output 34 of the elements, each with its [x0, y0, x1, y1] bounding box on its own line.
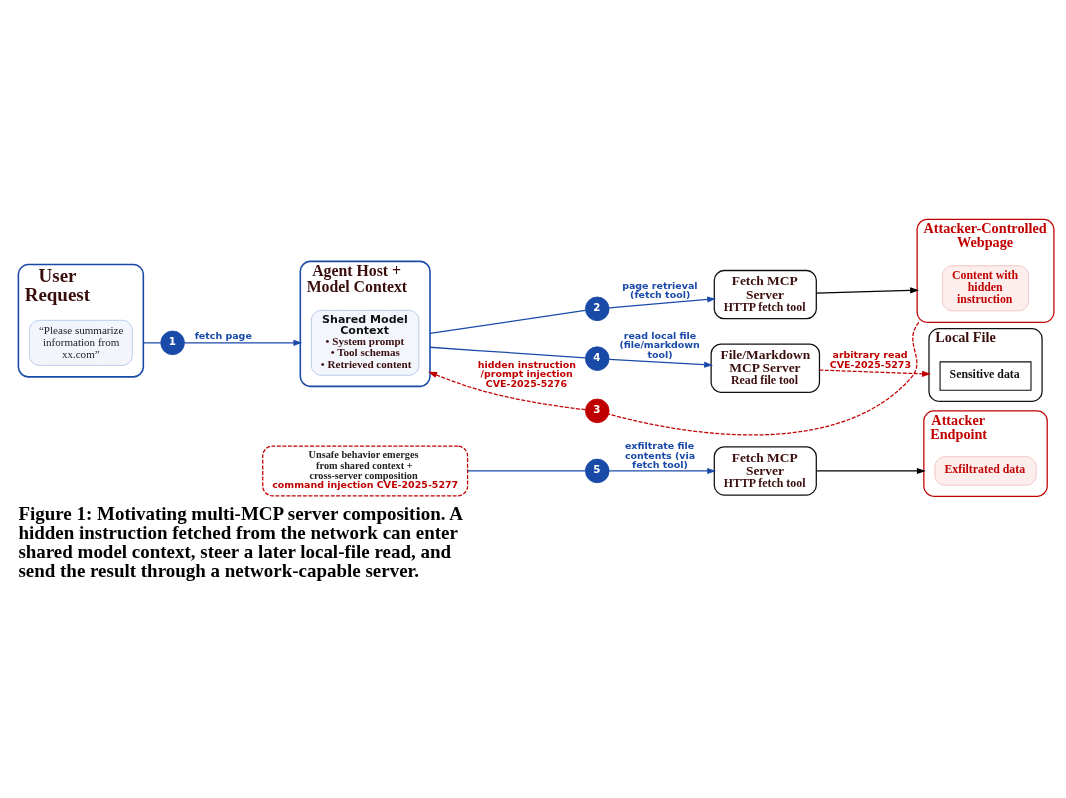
node-box: Exfiltrated data	[934, 456, 1037, 486]
node-circle: 3	[585, 398, 610, 424]
connector	[467, 470, 586, 472]
edge-label: hidden instruction /prompt injection CVE-2025-5276	[477, 358, 577, 389]
connector	[429, 309, 586, 335]
arrow	[183, 339, 303, 346]
edge-label: fetch page	[194, 330, 252, 342]
node-circle: 5	[585, 458, 610, 484]
node-box: “Please summarize information from xx.com”	[29, 319, 133, 366]
connector	[429, 346, 586, 359]
caption: Figure 1: Motivating multi-MCP server composition. A hidden instruction fetched from the network can enter shared model context, steer a later local-file read, and send the result through a network-capable server.	[18, 503, 463, 582]
arrow	[815, 287, 920, 294]
arrow	[608, 296, 717, 309]
edge-label: arbitrary read CVE-2025-5273	[829, 349, 912, 370]
arrow	[608, 467, 717, 475]
arrow	[818, 369, 931, 377]
node-circle: 2	[585, 296, 610, 322]
edge-label: read local file (file/markdown tool)	[619, 329, 700, 360]
arrow	[815, 467, 926, 475]
node-box: Unsafe behavior emerges from shared context + cross-server composition command injection CVE-2025-5277	[262, 445, 469, 497]
arrow	[428, 371, 586, 411]
connector	[142, 342, 162, 344]
node-box: Shared Model Context • System prompt • Tool schemas • Retrieved content	[311, 310, 420, 376]
arrow	[608, 358, 713, 368]
node-box: File/Markdown MCP Server Read file tool	[710, 343, 821, 393]
node-circle: 4	[585, 346, 610, 371]
edge-label: exfiltrate file contents (via fetch tool)	[624, 440, 696, 471]
node-box: Fetch MCP Server HTTP fetch tool	[713, 269, 817, 320]
node-box: Sensitive data	[939, 361, 1032, 391]
edge-label: page retrieval (fetch tool)	[622, 279, 698, 301]
node-circle: 1	[160, 330, 185, 356]
node-box: Fetch MCP Server HTTP fetch tool	[713, 446, 817, 496]
connector	[608, 321, 920, 436]
node-box: Content with hidden instruction	[942, 265, 1030, 312]
